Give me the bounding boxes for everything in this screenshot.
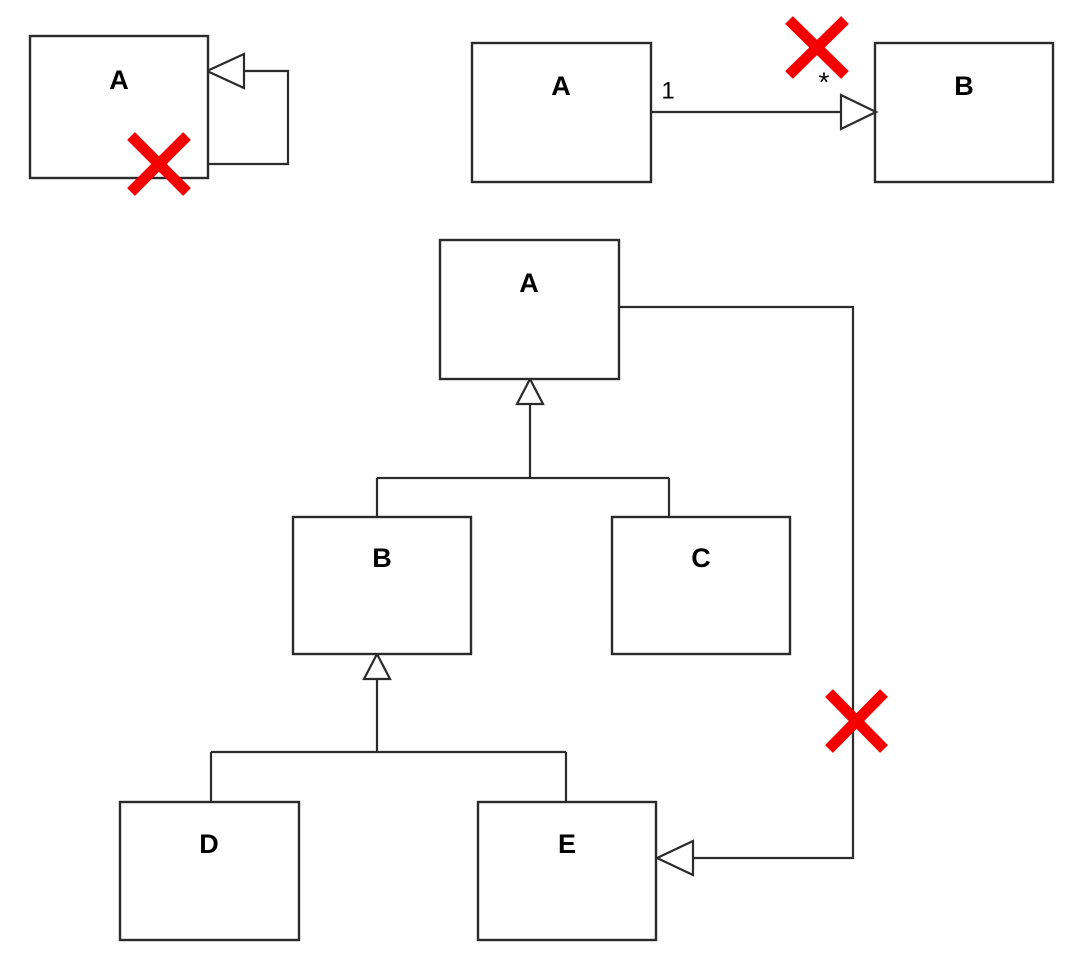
- figure-self-association: A: [28, 34, 290, 196]
- class-box-b2-rect: [873, 41, 1055, 184]
- cross-mark-multiplicity: [785, 16, 849, 79]
- class-box-c3-rect: [610, 515, 792, 656]
- multiplicity-label-source: 1: [661, 77, 674, 104]
- class-box-b3[interactable]: B: [291, 515, 473, 656]
- generalization-arrowhead-a-icon: [515, 376, 545, 406]
- figure-inheritance-hierarchy: A B C D E: [118, 238, 888, 942]
- generalization-tree-b-children[interactable]: [209, 679, 568, 802]
- generalization-tree-a-children[interactable]: [375, 403, 671, 517]
- cross-stroke-b: [825, 689, 888, 753]
- class-box-a3[interactable]: A: [438, 238, 621, 381]
- figure-association-generalization: A B 1 *: [470, 16, 1055, 184]
- cross-stroke-b: [127, 132, 191, 196]
- multiplicity-label-target: *: [819, 66, 830, 97]
- class-box-b2[interactable]: B: [873, 41, 1055, 184]
- class-box-a3-label: A: [519, 268, 539, 298]
- cross-mark-cycle: [825, 689, 888, 753]
- class-box-a2-label: A: [551, 71, 571, 101]
- cycle-link-a-to-e[interactable]: [619, 305, 855, 860]
- class-box-c3[interactable]: C: [610, 515, 792, 656]
- class-box-a[interactable]: A: [28, 34, 210, 180]
- cross-mark-self-loop: [127, 132, 191, 196]
- class-box-a2-rect: [470, 41, 653, 184]
- class-box-a-rect: [28, 34, 210, 180]
- generalization-arrowhead-b-icon: [362, 651, 392, 681]
- association-arrowhead-icon: [839, 93, 879, 131]
- self-loop-arrowhead-icon: [204, 52, 246, 90]
- class-box-d3-label: D: [199, 829, 219, 859]
- class-box-e3[interactable]: E: [476, 800, 658, 942]
- class-box-d3-rect: [118, 800, 301, 942]
- class-box-a2[interactable]: A: [470, 41, 653, 184]
- class-box-a-label: A: [109, 65, 129, 95]
- class-box-d3[interactable]: D: [118, 800, 301, 942]
- cross-stroke-b: [785, 16, 849, 79]
- class-box-c3-label: C: [691, 543, 711, 573]
- cycle-arrowhead-icon: [654, 839, 695, 877]
- self-loop-line[interactable]: [208, 69, 290, 166]
- class-box-b3-rect: [291, 515, 473, 656]
- class-box-a3-rect: [438, 238, 621, 381]
- class-box-e3-label: E: [558, 829, 576, 859]
- class-box-b2-label: B: [954, 71, 974, 101]
- class-box-e3-rect: [476, 800, 658, 942]
- class-box-b3-label: B: [372, 543, 392, 573]
